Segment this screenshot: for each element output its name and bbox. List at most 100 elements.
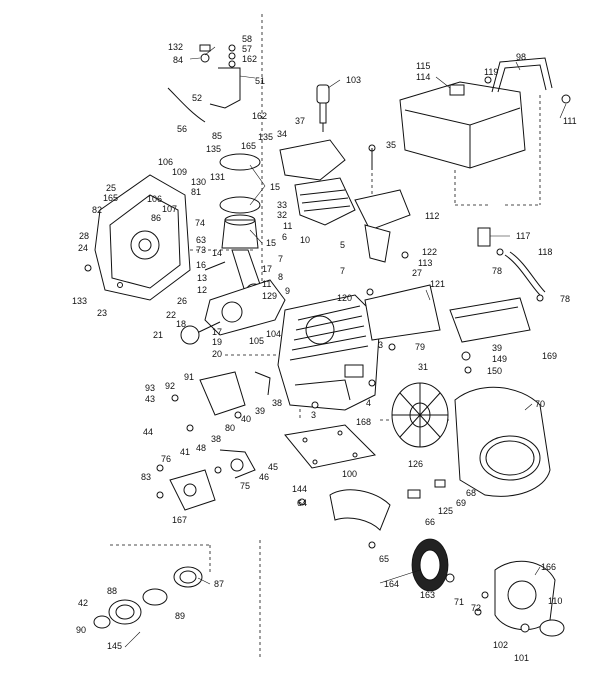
- callout-66: 66: [425, 517, 435, 527]
- callout-14: 14: [212, 248, 222, 258]
- callout-57: 57: [242, 44, 252, 54]
- recoil-starter: [494, 560, 565, 637]
- callout-10: 10: [300, 235, 310, 245]
- callout-165b: 165: [103, 193, 118, 203]
- callout-42: 42: [78, 598, 88, 608]
- callout-17: 17: [262, 264, 272, 274]
- callout-11: 11: [283, 221, 292, 231]
- callout-63: 63: [196, 235, 206, 245]
- callout-93: 93: [145, 383, 155, 393]
- callout-19: 19: [212, 337, 222, 347]
- callout-163: 163: [420, 590, 435, 600]
- callout-129: 129: [262, 291, 277, 301]
- callout-34: 34: [277, 129, 287, 139]
- callout-4: 4: [366, 398, 371, 408]
- callout-labels: 58 57 162 132 84 51 52 56 103 98 115 114…: [72, 34, 577, 663]
- callout-115: 115: [416, 61, 430, 71]
- callout-15: 15: [270, 182, 280, 192]
- callout-110: 110: [548, 596, 562, 606]
- callout-162b: 162: [252, 111, 267, 121]
- callout-120: 120: [337, 293, 352, 303]
- callout-68: 68: [466, 488, 476, 498]
- callout-3: 3: [378, 340, 383, 350]
- callout-119: 119: [484, 67, 498, 77]
- callout-122: 122: [422, 247, 437, 257]
- callout-85: 85: [212, 131, 222, 141]
- callout-73: 73: [196, 245, 206, 255]
- callout-126: 126: [408, 459, 423, 469]
- callout-113: 113: [418, 258, 432, 268]
- callout-135: 135: [258, 132, 273, 142]
- callout-135b: 135: [206, 144, 221, 154]
- callout-12: 12: [197, 285, 207, 295]
- callout-72: 72: [471, 603, 481, 613]
- callout-150: 150: [487, 366, 502, 376]
- callout-39b: 39: [255, 406, 265, 416]
- callout-100: 100: [342, 469, 357, 479]
- shield-plates: [364, 284, 531, 343]
- callout-69: 69: [456, 498, 466, 508]
- callout-145: 145: [107, 641, 122, 651]
- callout-6: 6: [282, 232, 287, 242]
- callout-169: 169: [542, 351, 557, 361]
- callout-46: 46: [259, 472, 269, 482]
- callout-21: 21: [153, 330, 163, 340]
- callout-131: 131: [210, 172, 225, 182]
- callout-84: 84: [173, 55, 183, 65]
- callout-118: 118: [538, 247, 552, 257]
- callout-76: 76: [161, 454, 171, 464]
- callout-74: 74: [195, 218, 205, 228]
- callout-65: 65: [379, 554, 389, 564]
- callout-109: 109: [172, 167, 187, 177]
- throttle-bracket-group: [167, 44, 241, 123]
- callout-164: 164: [384, 579, 399, 589]
- callout-32: 32: [277, 210, 287, 220]
- callout-111: 111: [563, 116, 577, 126]
- crankshaft: [180, 279, 286, 345]
- callout-5: 5: [340, 240, 345, 250]
- callout-98: 98: [516, 52, 526, 62]
- callout-23: 23: [97, 308, 107, 318]
- callout-105: 105: [249, 336, 264, 346]
- callout-44: 44: [143, 427, 153, 437]
- callout-130: 130: [191, 177, 206, 187]
- blower-housing: [454, 386, 551, 497]
- callout-35: 35: [386, 140, 396, 150]
- callout-24: 24: [78, 243, 88, 253]
- callout-37: 37: [295, 116, 305, 126]
- callout-25: 25: [106, 183, 116, 193]
- callout-31: 31: [418, 362, 428, 372]
- callout-165: 165: [241, 141, 256, 151]
- engine-block: [277, 294, 381, 411]
- callout-102: 102: [493, 640, 508, 650]
- callout-39: 39: [492, 343, 502, 353]
- callout-167: 167: [172, 515, 187, 525]
- crankcase-cover: [84, 174, 191, 301]
- spark-plug: [316, 84, 330, 132]
- callout-90: 90: [76, 625, 86, 635]
- callout-86: 86: [151, 213, 161, 223]
- callout-33: 33: [277, 200, 287, 210]
- callout-11b: 11: [262, 279, 271, 289]
- callout-48: 48: [196, 443, 206, 453]
- callout-106: 106: [158, 157, 173, 167]
- small-hardware: [156, 144, 544, 616]
- callout-17b: 17: [212, 327, 222, 337]
- callout-27: 27: [412, 268, 422, 278]
- callout-75: 75: [240, 481, 250, 491]
- carburetor-group: [169, 371, 271, 511]
- callout-149: 149: [492, 354, 507, 364]
- starter-pulley: [411, 538, 449, 592]
- callout-45: 45: [268, 462, 278, 472]
- leader-lines: [124, 46, 567, 648]
- callout-104: 104: [266, 329, 281, 339]
- callout-81: 81: [191, 187, 201, 197]
- callout-107: 107: [162, 204, 177, 214]
- callout-82: 82: [92, 205, 102, 215]
- callout-22: 22: [166, 310, 176, 320]
- callout-88: 88: [107, 586, 117, 596]
- callout-101: 101: [514, 653, 529, 663]
- air-cleaner: [93, 566, 203, 629]
- callout-121: 121: [430, 279, 445, 289]
